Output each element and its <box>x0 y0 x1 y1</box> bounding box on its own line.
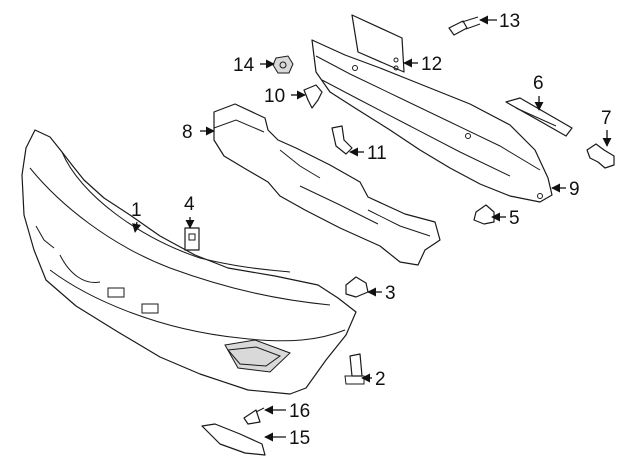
callout-1: 1 <box>131 200 142 221</box>
callout-labels: 1 2 3 4 5 6 7 8 9 10 11 12 13 14 15 16 <box>131 11 612 449</box>
callout-4: 4 <box>184 194 195 215</box>
strip-part-6 <box>505 97 573 137</box>
callout-3: 3 <box>385 283 396 304</box>
callout-11: 11 <box>367 143 387 164</box>
screw-part-16 <box>243 407 265 425</box>
callout-9: 9 <box>569 179 580 200</box>
callout-6: 6 <box>533 73 544 94</box>
reflector-part-15 <box>201 423 266 456</box>
leader-lines <box>132 15 612 442</box>
energy-absorber <box>213 103 441 266</box>
callout-12: 12 <box>421 54 442 75</box>
reinforcement-beam <box>311 39 553 203</box>
screw-part-7 <box>586 143 615 169</box>
callout-13: 13 <box>499 11 520 32</box>
clip-part-11 <box>331 125 353 155</box>
callout-16: 16 <box>289 401 310 422</box>
bolt-part-2 <box>344 353 365 385</box>
bolt-part-13 <box>448 16 481 36</box>
clip-part-3 <box>345 276 369 298</box>
callout-2: 2 <box>375 369 386 390</box>
callout-8: 8 <box>182 122 193 143</box>
callout-10: 10 <box>264 86 285 107</box>
clip-part-10 <box>303 84 323 109</box>
callout-14: 14 <box>233 55 255 76</box>
callout-15: 15 <box>289 428 310 449</box>
retainer-part-4 <box>184 227 200 251</box>
bumper-cover <box>21 129 357 395</box>
nut-part-14 <box>272 55 294 74</box>
callout-5: 5 <box>509 208 520 229</box>
callout-7: 7 <box>601 108 612 129</box>
clip-part-5 <box>473 204 495 225</box>
bracket-plate <box>351 14 405 73</box>
